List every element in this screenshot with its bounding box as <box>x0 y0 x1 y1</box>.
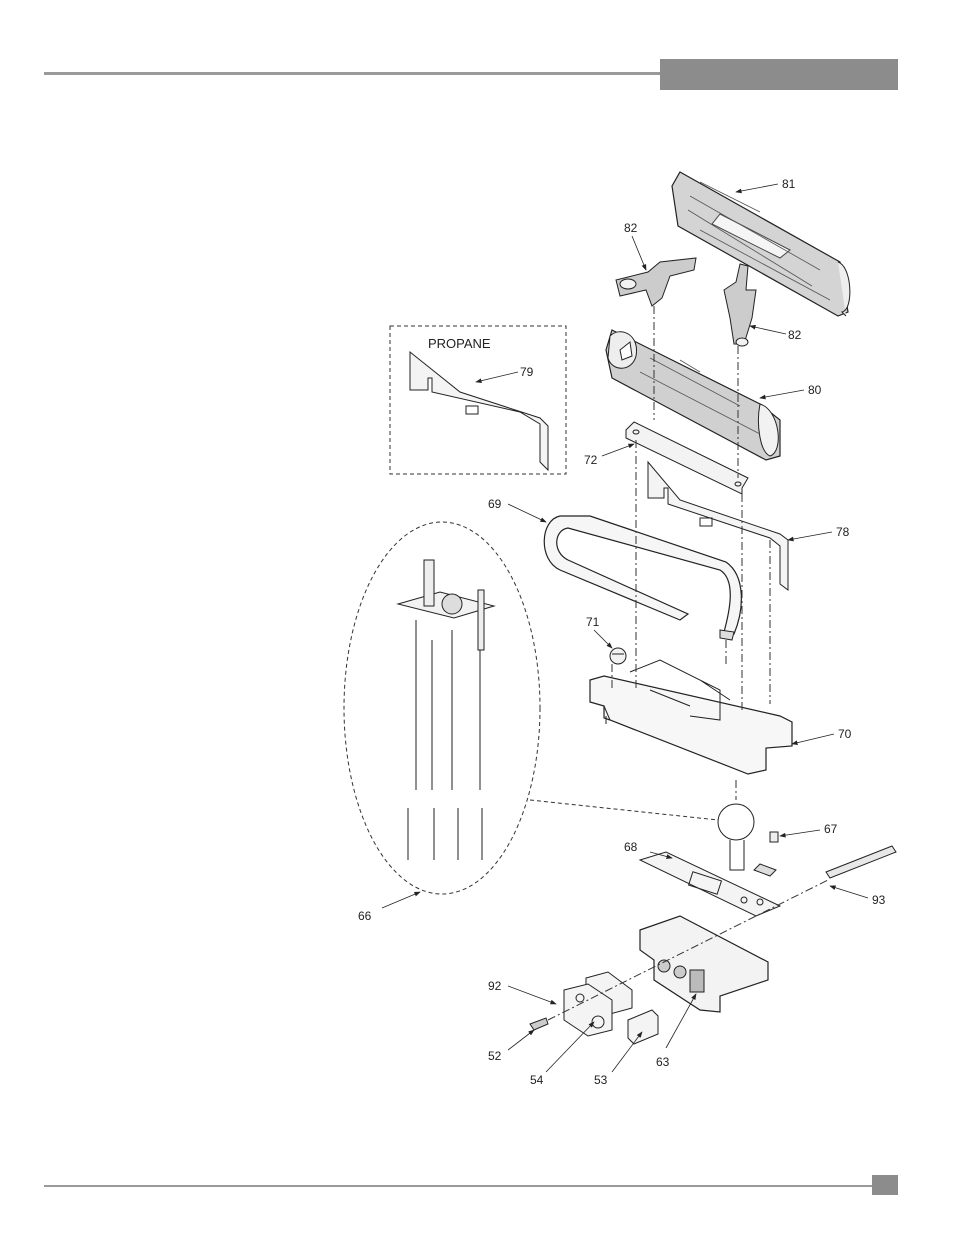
callout-66: 66 <box>358 909 372 923</box>
callout-68: 68 <box>624 840 638 854</box>
callout-53: 53 <box>594 1073 608 1087</box>
callout-71: 71 <box>586 615 600 629</box>
burner-tube-69 <box>544 516 741 640</box>
branch-log-left <box>616 258 696 306</box>
callout-81: 81 <box>782 177 796 191</box>
callout-67: 67 <box>824 822 838 836</box>
plate-68 <box>640 852 780 916</box>
propane-label: PROPANE <box>428 336 491 351</box>
callout-52: 52 <box>488 1049 502 1063</box>
cover-plates <box>530 972 658 1044</box>
callout-54: 54 <box>530 1073 544 1087</box>
orifice-71 <box>610 648 626 664</box>
callout-82-left: 82 <box>624 221 638 235</box>
callout-78: 78 <box>836 525 850 539</box>
callout-72: 72 <box>584 453 598 467</box>
callout-82-right: 82 <box>788 328 802 342</box>
rear-log <box>672 172 850 316</box>
callout-92: 92 <box>488 979 502 993</box>
frame-70 <box>590 660 792 774</box>
branch-log-right <box>724 264 756 346</box>
callout-70: 70 <box>838 727 852 741</box>
callout-80: 80 <box>808 383 822 397</box>
callout-79: 79 <box>520 365 534 379</box>
callout-69: 69 <box>488 497 502 511</box>
propane-inset: PROPANE <box>390 326 566 474</box>
rod-93 <box>826 846 896 878</box>
callout-63: 63 <box>656 1055 670 1069</box>
orifice-67 <box>754 832 778 876</box>
leaders <box>382 184 868 1072</box>
footer-tab <box>872 1175 898 1195</box>
footer-rule <box>44 1185 872 1187</box>
callout-93: 93 <box>872 893 886 907</box>
